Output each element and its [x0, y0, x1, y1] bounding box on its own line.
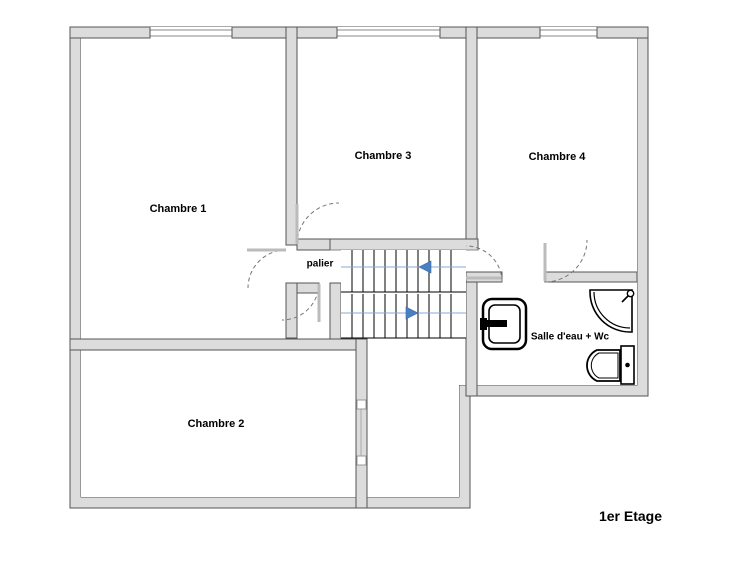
room-label-chambre3: Chambre 3 [355, 150, 412, 162]
top-wall-window-strip-1 [150, 27, 232, 38]
stair-arrow-down [405, 306, 419, 320]
window-chambre2-right [356, 399, 367, 466]
stair-treads-upper [341, 250, 466, 293]
partition-chambre1-chambre2 [69, 338, 368, 351]
washbasin-icon [480, 297, 528, 351]
partition-chambre3-bottom [329, 238, 479, 251]
partition-chambre1-chambre3 [285, 26, 298, 246]
stair-walk-line [341, 266, 466, 314]
stair-well [341, 250, 466, 338]
room-label-salle-deau: Salle d'eau + Wc [531, 332, 610, 343]
room-label-chambre4: Chambre 4 [529, 151, 587, 163]
top-wall-blocks [69, 26, 649, 39]
door-jamb-palier-north [296, 238, 331, 251]
partition-stair-bathroom [465, 281, 478, 397]
door-arc-chambre4 [544, 239, 588, 283]
room-label-palier: palier [307, 259, 334, 270]
stair-treads-lower [341, 294, 466, 339]
partition-chambre3-chambre4 [465, 26, 478, 246]
partition-palier-stairs [329, 282, 342, 340]
window-glazing-lines [150, 29, 597, 37]
bathroom-fixtures [480, 289, 635, 385]
door-arc-chambre1 [247, 249, 287, 289]
room-label-chambre1: Chambre 1 [150, 203, 207, 215]
door-arc-bathroom [465, 245, 503, 283]
door-jamb-palier-south-a [296, 282, 320, 294]
corner-shower-icon [589, 289, 635, 333]
door-arc-palier-south [281, 282, 320, 321]
door-leaves [247, 204, 547, 322]
top-wall-window-strip-3 [540, 27, 597, 38]
top-wall-window-strip-2 [337, 27, 440, 38]
partition-chambre1-palier-lower [285, 282, 298, 339]
staircase [341, 250, 466, 339]
room-label-chambre2: Chambre 2 [188, 418, 245, 430]
toilet-icon [586, 345, 635, 385]
stair-arrow-up [418, 260, 432, 274]
partition-chambre4-bottom-right [544, 271, 638, 283]
plan-title: 1er Etage [599, 508, 662, 524]
